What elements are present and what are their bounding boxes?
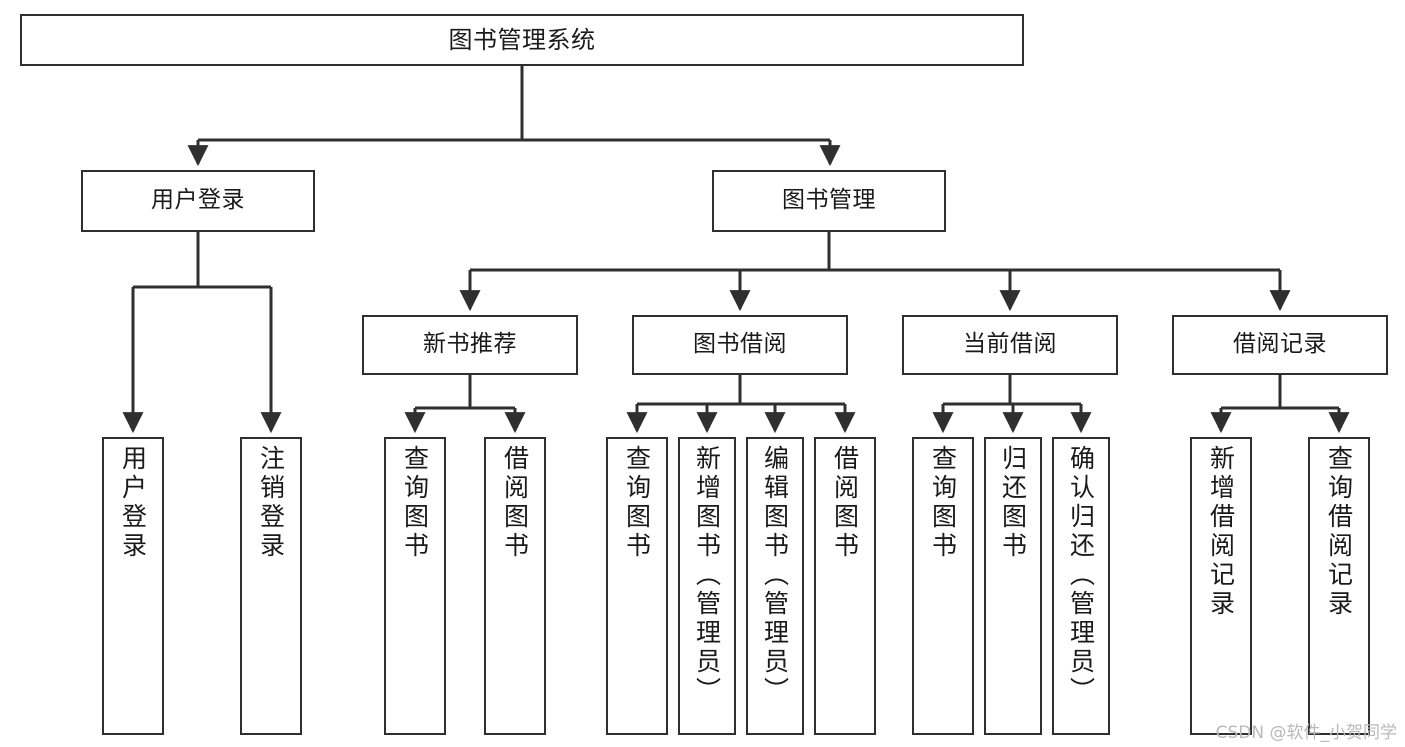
node-leaf-add-record-label: 新增借阅记录	[1206, 445, 1236, 619]
node-leaf-edit-book-admin[interactable]: 编辑图书（管理员）	[746, 437, 804, 735]
node-borrow-record[interactable]: 借阅记录	[1172, 315, 1388, 375]
node-leaf-add-book-admin-label: 新增图书（管理员）	[692, 445, 722, 706]
node-leaf-confirm-return-admin[interactable]: 确认归还（管理员）	[1052, 437, 1110, 735]
node-leaf-query-book-1-label: 查询图书	[400, 445, 430, 561]
node-book-borrow-label: 图书借阅	[693, 331, 787, 358]
node-root[interactable]: 图书管理系统	[20, 14, 1024, 66]
node-leaf-user-login-label: 用户登录	[118, 445, 148, 561]
node-leaf-query-book-2[interactable]: 查询图书	[606, 437, 668, 735]
node-new-book-rec[interactable]: 新书推荐	[362, 315, 578, 375]
node-current-borrow-label: 当前借阅	[963, 331, 1057, 358]
csdn-watermark: CSDN @软件_小贺同学	[1215, 723, 1397, 743]
node-leaf-confirm-return-admin-label: 确认归还（管理员）	[1066, 445, 1096, 706]
node-leaf-add-record[interactable]: 新增借阅记录	[1190, 437, 1252, 735]
node-book-manage-label: 图书管理	[782, 187, 876, 214]
node-leaf-return-book[interactable]: 归还图书	[984, 437, 1042, 735]
node-leaf-logout[interactable]: 注销登录	[240, 437, 302, 735]
node-root-label: 图书管理系统	[448, 25, 596, 54]
node-leaf-query-book-3[interactable]: 查询图书	[912, 437, 974, 735]
node-leaf-borrow-book-2-label: 借阅图书	[830, 445, 860, 561]
node-borrow-record-label: 借阅记录	[1233, 331, 1327, 358]
node-current-borrow[interactable]: 当前借阅	[902, 315, 1118, 375]
node-user-login-label: 用户登录	[151, 187, 245, 214]
node-leaf-borrow-book-2[interactable]: 借阅图书	[814, 437, 876, 735]
node-leaf-query-record[interactable]: 查询借阅记录	[1308, 437, 1370, 735]
node-user-login[interactable]: 用户登录	[81, 170, 315, 232]
node-leaf-logout-label: 注销登录	[256, 445, 286, 561]
node-leaf-return-book-label: 归还图书	[998, 445, 1028, 561]
node-leaf-add-book-admin[interactable]: 新增图书（管理员）	[678, 437, 736, 735]
node-leaf-query-book-2-label: 查询图书	[622, 445, 652, 561]
node-book-borrow[interactable]: 图书借阅	[632, 315, 848, 375]
node-leaf-query-record-label: 查询借阅记录	[1324, 445, 1354, 619]
node-leaf-borrow-book-1[interactable]: 借阅图书	[484, 437, 546, 735]
node-leaf-user-login[interactable]: 用户登录	[102, 437, 164, 735]
node-leaf-edit-book-admin-label: 编辑图书（管理员）	[760, 445, 790, 706]
node-leaf-query-book-1[interactable]: 查询图书	[384, 437, 446, 735]
node-leaf-borrow-book-1-label: 借阅图书	[500, 445, 530, 561]
node-leaf-query-book-3-label: 查询图书	[928, 445, 958, 561]
node-book-manage[interactable]: 图书管理	[712, 170, 946, 232]
node-new-book-rec-label: 新书推荐	[423, 331, 517, 358]
